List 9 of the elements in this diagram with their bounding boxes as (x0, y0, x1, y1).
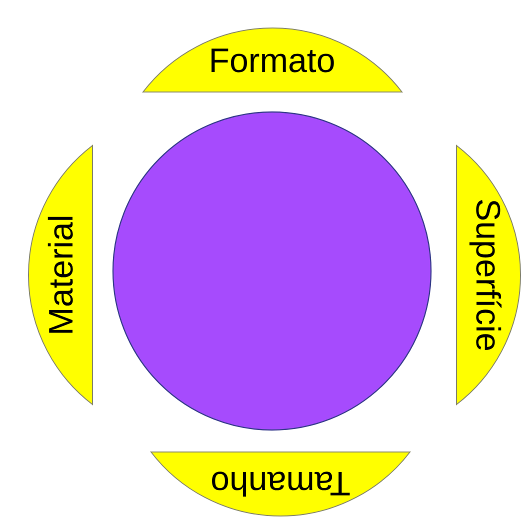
tab-label: Tamanho (209, 464, 351, 502)
semicircle-tab (150, 452, 410, 516)
semicircle-tab (456, 146, 520, 404)
circle-shape (112, 111, 432, 431)
semicircle-tab (142, 28, 402, 92)
tab-label: Material (42, 214, 80, 338)
tab-label: Formato (208, 42, 336, 80)
tab-label: Superfície (468, 197, 506, 354)
semicircle-tab (28, 146, 92, 404)
